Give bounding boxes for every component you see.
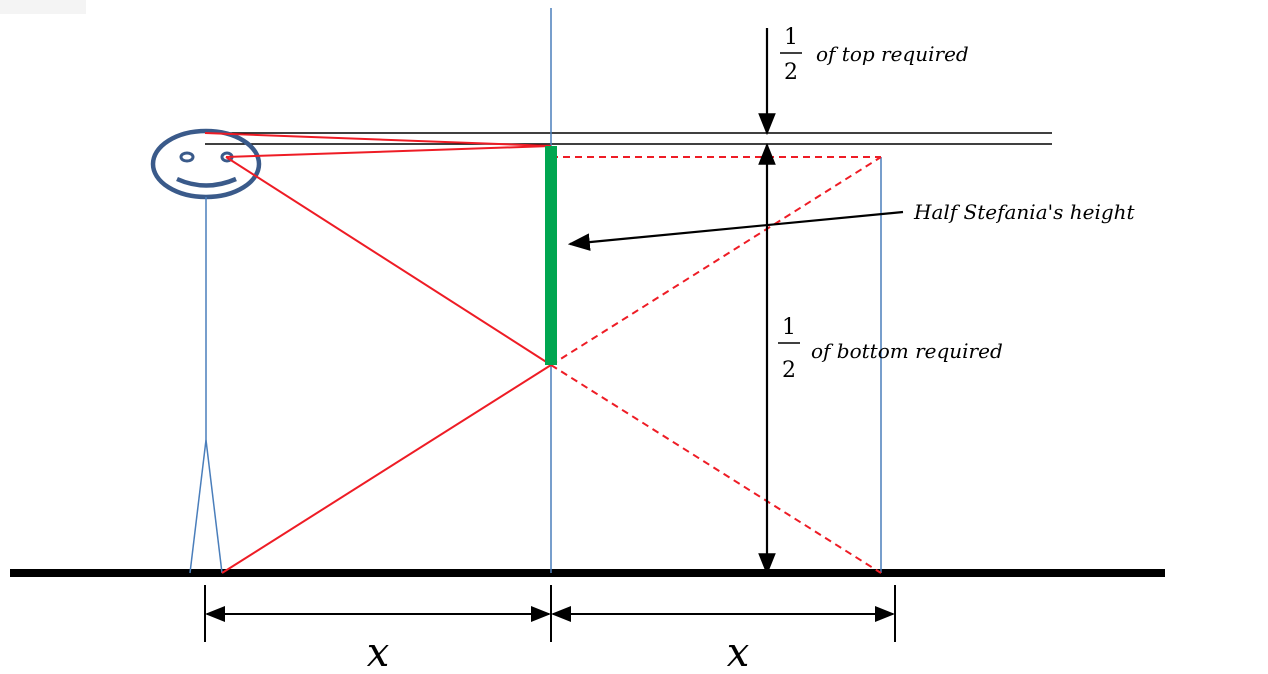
left-eye [179, 151, 195, 163]
half-height-pointer [567, 210, 904, 251]
half-height-label: Half Stefania's height [913, 200, 1136, 224]
top-required-text: of top required [816, 42, 969, 66]
right-leg [205, 439, 223, 574]
smile [176, 176, 237, 188]
left-leg [189, 439, 207, 574]
sight-lines-solid [204, 132, 552, 574]
distance-left-label: x [367, 630, 390, 674]
bottom-required-label: 1 2 of bottom required [778, 315, 1003, 383]
bottom-required-text: of bottom required [811, 339, 1003, 363]
sight-lines-dashed [550, 156, 882, 574]
corner-tab [0, 0, 86, 14]
top-numerator: 1 [784, 25, 798, 50]
bottom-numerator: 1 [782, 315, 796, 340]
distance-right-label: x [727, 630, 750, 674]
top-denominator: 2 [784, 60, 798, 85]
stick-figure [150, 128, 262, 574]
bottom-denominator: 2 [782, 358, 796, 383]
top-required-label: 1 2 of top required [780, 25, 969, 85]
